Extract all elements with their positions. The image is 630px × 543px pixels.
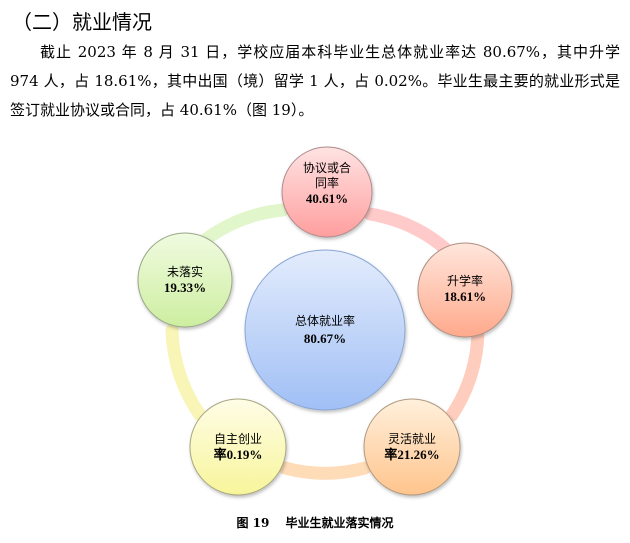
cycle-ring	[165, 203, 485, 480]
svg-text:18.61%: 18.61%	[444, 289, 486, 304]
svg-text:升学率: 升学率	[447, 273, 483, 288]
svg-text:自主创业: 自主创业	[214, 432, 262, 446]
center-value: 80.67%	[304, 331, 346, 346]
center-node-overall-rate: 总体就业率 80.67%	[244, 249, 406, 411]
figure-number: 图 19	[236, 516, 270, 530]
center-label: 总体就业率	[295, 313, 355, 328]
svg-text:未落实: 未落实	[167, 264, 203, 279]
node-self-employment-rate: 自主创业 率0.19%	[189, 398, 287, 496]
employment-cycle-diagram: 总体就业率 80.67% 协议或合 同率 40.61% 升学率 18.61% 灵…	[137, 146, 513, 496]
node-flexible-employment-rate: 灵活就业 率21.26%	[363, 398, 461, 496]
figure-title: 毕业生就业落实情况	[285, 516, 394, 530]
section-heading: （二）就业情况	[12, 10, 152, 34]
svg-text:率0.19%: 率0.19%	[214, 447, 263, 462]
svg-text:协议或合: 协议或合	[303, 160, 351, 175]
figure-caption: 图 19 毕业生就业落实情况	[0, 514, 630, 531]
svg-text:灵活就业: 灵活就业	[388, 432, 436, 446]
node-further-study-rate: 升学率 18.61%	[417, 242, 513, 338]
section-paragraph: 截止 2023 年 8 月 31 日，学校应届本科毕业生总体就业率达 80.67…	[10, 43, 620, 119]
node-unplaced-rate: 未落实 19.33%	[137, 232, 233, 328]
svg-text:40.61%: 40.61%	[306, 191, 348, 206]
svg-text:同率: 同率	[315, 175, 339, 190]
node-contract-rate: 协议或合 同率 40.61%	[281, 146, 373, 238]
svg-text:19.33%: 19.33%	[164, 280, 206, 295]
svg-text:率21.26%: 率21.26%	[384, 447, 439, 462]
